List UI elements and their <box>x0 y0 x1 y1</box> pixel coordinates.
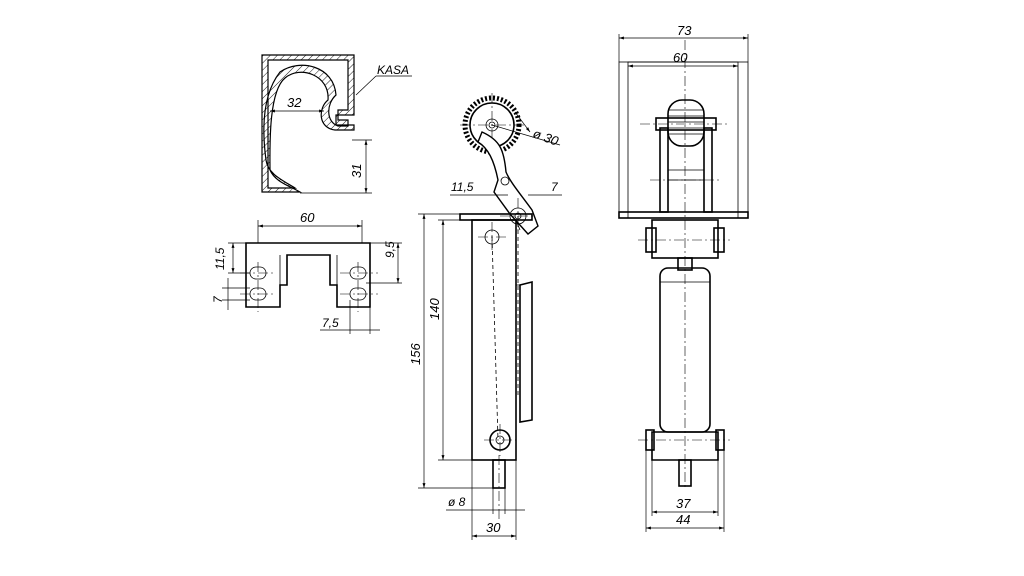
body-height-label: 140 <box>427 298 442 320</box>
mount-plate <box>618 61 749 219</box>
plate-hole-pitch-label: 11,5 <box>213 247 227 270</box>
plate-width-label: 60 <box>300 210 315 225</box>
roller-dia-label: ø 30 <box>531 126 561 149</box>
lever-arm <box>477 131 539 235</box>
total-height-label: 156 <box>408 343 423 365</box>
plate-holes <box>240 262 378 312</box>
plate-edge-label: 7,5 <box>322 316 339 330</box>
side-width-label: 30 <box>486 520 501 535</box>
plate-hole-dia-label: 7 <box>211 295 225 303</box>
plate-side-offset-label: 9,5 <box>383 241 397 258</box>
profile-height-label: 31 <box>349 164 364 178</box>
pivot-offset-label: 11,5 <box>451 180 474 194</box>
front-bottom-inner-label: 37 <box>676 496 691 511</box>
front-outer-width-label: 73 <box>677 23 692 38</box>
arm-offset-label: 7 <box>551 180 559 194</box>
side-view: ø 30 11,5 7 1 <box>408 93 562 540</box>
front-inner-width-label: 60 <box>673 50 688 65</box>
body <box>471 219 517 461</box>
kasa-label: KASA <box>377 63 409 77</box>
front-bottom-outer-label: 44 <box>676 512 690 527</box>
profile-section <box>261 54 355 193</box>
front-view: 73 60 37 44 <box>618 23 749 532</box>
profile-view: 32 31 KASA <box>261 54 412 194</box>
pin-dia-label: ø 8 <box>448 495 466 509</box>
plate-view: 60 11,5 7 9,5 7,5 <box>211 210 402 334</box>
front-roller <box>667 99 705 147</box>
profile-width-label: 32 <box>287 95 302 110</box>
